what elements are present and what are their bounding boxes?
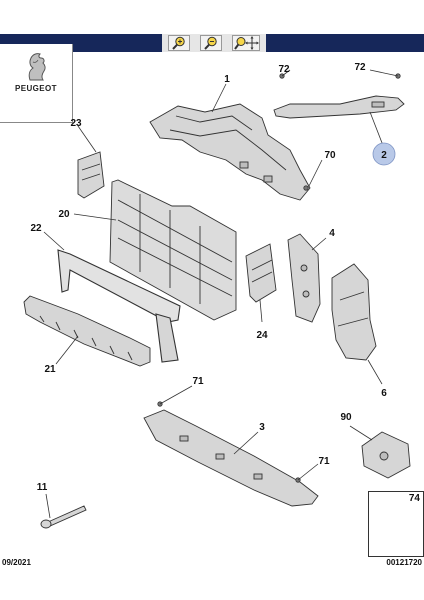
brand-name: PEUGEOT xyxy=(15,84,57,93)
footer-code: 00121720 xyxy=(386,558,422,567)
lion-icon xyxy=(28,53,46,81)
part-ref-21[interactable]: 21 xyxy=(44,364,56,375)
footer-date: 09/2021 xyxy=(2,558,31,567)
part-11-bolt xyxy=(40,505,87,529)
part-21-lower-strip xyxy=(23,295,151,367)
part-3-lower-crossmember xyxy=(143,409,319,507)
part-ref-72[interactable]: 72 xyxy=(354,62,366,73)
part-ref-11[interactable]: 11 xyxy=(37,482,48,493)
part-ref-72[interactable]: 72 xyxy=(278,64,290,75)
part-4-side-bracket xyxy=(287,233,321,323)
zoom-toolbar xyxy=(162,34,266,52)
zoom-move-icon[interactable] xyxy=(232,35,260,51)
part-23-deflector xyxy=(77,151,105,199)
zoom-out-icon[interactable] xyxy=(200,35,222,51)
part-ref-4[interactable]: 4 xyxy=(329,228,335,239)
part-ref-23[interactable]: 23 xyxy=(70,118,82,129)
part-ref-71[interactable]: 71 xyxy=(192,376,204,387)
part-ref-24[interactable]: 24 xyxy=(256,330,268,341)
leader-lines xyxy=(43,69,399,519)
part-ref-22[interactable]: 22 xyxy=(30,223,42,234)
part-ref-70[interactable]: 70 xyxy=(324,150,336,161)
part-ref-6[interactable]: 6 xyxy=(381,388,387,399)
part-ref-20[interactable]: 20 xyxy=(58,209,70,220)
part-6-air-guide xyxy=(331,263,377,361)
part-2-bracket xyxy=(273,95,405,119)
selected-part-highlight xyxy=(372,142,396,166)
part-ref-1[interactable]: 1 xyxy=(224,74,230,85)
zoom-in-icon[interactable] xyxy=(168,35,190,51)
part-20-radiator-shutter xyxy=(109,179,237,321)
part-ref-74[interactable]: 74 xyxy=(408,493,420,504)
part-ref-90[interactable]: 90 xyxy=(340,412,352,423)
part-ref-71[interactable]: 71 xyxy=(318,456,330,467)
part-22-frame xyxy=(57,249,181,363)
brand-logo: PEUGEOT xyxy=(0,44,73,123)
part-1-upper-crossmember xyxy=(149,103,311,201)
part-24-side-deflector xyxy=(245,243,277,303)
part-ref-2[interactable]: 2 xyxy=(381,150,387,161)
part-ref-3[interactable]: 3 xyxy=(259,422,265,433)
part-90-support xyxy=(361,431,411,479)
part-74-inset-box: 74 xyxy=(368,491,424,557)
